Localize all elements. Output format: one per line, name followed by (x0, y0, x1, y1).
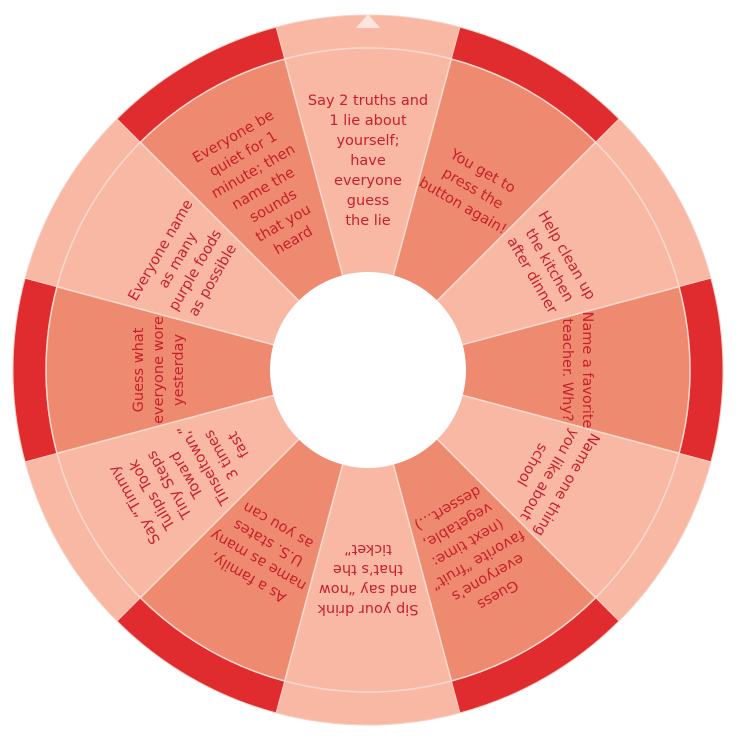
segment-label-line: Say 2 truths and (308, 93, 428, 109)
segment-label-line: Sip your drink (317, 601, 419, 617)
segment-label: Sip your drink and say “now that’s the tick… (317, 541, 419, 617)
segment-label-line: Guess what (131, 327, 147, 412)
segment-label-line: yourself; (336, 133, 399, 149)
segment-label-line: everyone wore (151, 316, 167, 424)
pointer-triangle-icon (356, 14, 380, 28)
segment-label-line: the lie (345, 213, 390, 229)
segment-label-line: and say “now (319, 581, 417, 597)
segment-label-line: 1 lie about (329, 113, 407, 129)
segment-label-line: Name a favorite (579, 312, 595, 429)
segment-label-line: that’s the (333, 561, 403, 577)
segment-label-line: teacher. Why? (559, 318, 575, 421)
wheel-rim (12, 14, 724, 726)
segment-label-line: yesterday (171, 334, 187, 406)
segment-label: Say 2 truths and 1 lie about yourself; have… (308, 93, 428, 229)
wheel-segments (45, 47, 691, 693)
segment-label-line: everyone (334, 173, 402, 189)
wheel-labels: Say 2 truths and 1 lie about yourself; have… (106, 93, 602, 617)
segment-label-line: guess (347, 193, 389, 209)
segment-label-line: ticket” (344, 541, 392, 557)
segment-label-line: have (350, 153, 386, 169)
wheel-center-hole (270, 272, 466, 468)
